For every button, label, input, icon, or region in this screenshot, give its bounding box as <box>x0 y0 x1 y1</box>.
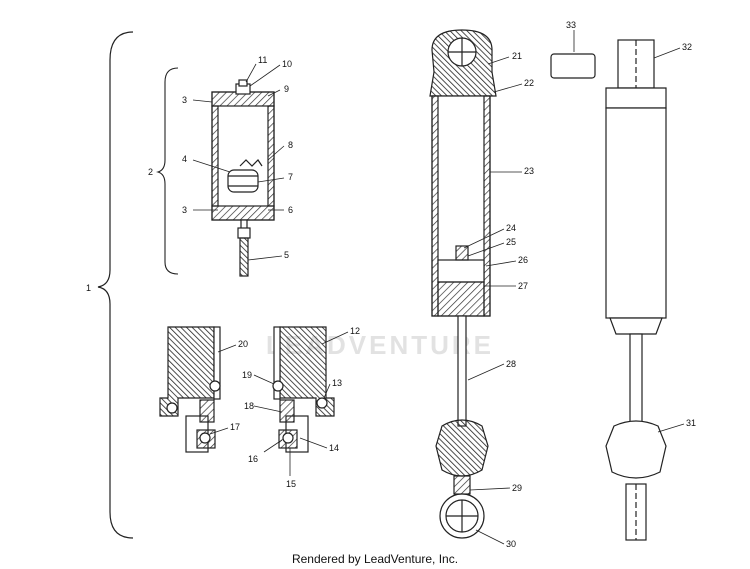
callout-22: 22 <box>524 78 534 88</box>
bracket-2 <box>156 67 179 275</box>
callout-9: 9 <box>284 84 289 94</box>
callout-17: 17 <box>230 422 240 432</box>
callout-7: 7 <box>288 172 293 182</box>
callout-10: 10 <box>282 59 292 69</box>
callout-28: 28 <box>506 359 516 369</box>
callout-15: 15 <box>286 479 296 489</box>
callout-3-bottom: 3 <box>182 205 187 215</box>
shock-body <box>429 29 497 539</box>
callout-23: 23 <box>524 166 534 176</box>
callout-13: 13 <box>332 378 342 388</box>
callout-4: 4 <box>182 154 187 164</box>
callout-24: 24 <box>506 223 516 233</box>
bracket-1 <box>97 31 134 539</box>
reservoir-assembly <box>211 79 275 277</box>
callout-19: 19 <box>242 370 252 380</box>
callout-25: 25 <box>506 237 516 247</box>
callout-8: 8 <box>288 140 293 150</box>
callout-12: 12 <box>350 326 360 336</box>
callout-16: 16 <box>248 454 258 464</box>
callout-20: 20 <box>238 339 248 349</box>
callout-14: 14 <box>329 443 339 453</box>
callout-21: 21 <box>512 51 522 61</box>
leader-lines <box>192 30 685 545</box>
callout-2: 2 <box>148 167 153 177</box>
callout-18: 18 <box>244 401 254 411</box>
shock-outer <box>550 39 667 541</box>
callout-3-top: 3 <box>182 95 187 105</box>
callout-26: 26 <box>518 255 528 265</box>
callout-30: 30 <box>506 539 516 549</box>
callout-31: 31 <box>686 418 696 428</box>
callout-6: 6 <box>288 205 293 215</box>
callout-33: 33 <box>566 20 576 30</box>
callout-29: 29 <box>512 483 522 493</box>
callout-32: 32 <box>682 42 692 52</box>
bushing-cross-section <box>159 326 335 453</box>
callout-11: 11 <box>258 55 267 65</box>
callout-5: 5 <box>284 250 289 260</box>
footer-credit: Rendered by LeadVenture, Inc. <box>291 552 459 566</box>
callout-1: 1 <box>86 283 91 293</box>
callout-27: 27 <box>518 281 528 291</box>
